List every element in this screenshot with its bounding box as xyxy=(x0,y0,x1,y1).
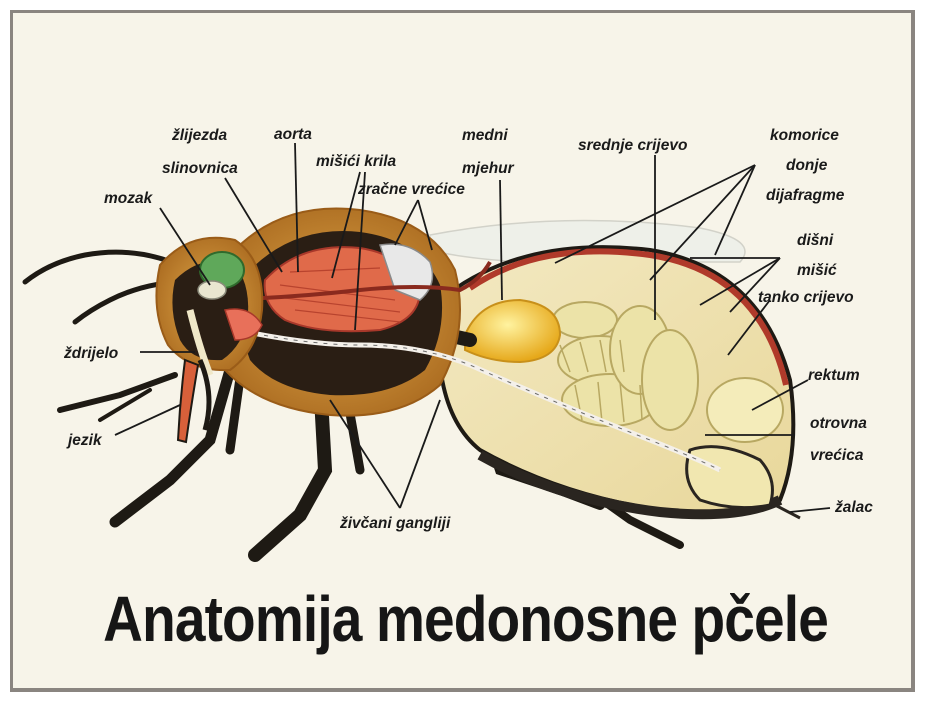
label-medni: medni xyxy=(462,127,508,144)
label-slinovnica: slinovnica xyxy=(162,160,238,177)
label-zracne-vrecice: zračne vrećice xyxy=(357,181,465,198)
label-disni: dišni xyxy=(797,232,834,249)
label-jezik: jezik xyxy=(66,432,103,449)
label-mjehur: mjehur xyxy=(462,160,515,177)
rectum xyxy=(707,378,783,442)
label-mozak: mozak xyxy=(104,190,154,207)
label-srednje-crijevo: srednje crijevo xyxy=(578,137,687,154)
label-otrovna: otrovna xyxy=(810,415,867,432)
brain xyxy=(198,281,226,299)
label-misici-krila: mišići krila xyxy=(316,153,397,170)
label-zalac: žalac xyxy=(834,499,873,516)
label-komorice: komorice xyxy=(770,127,839,144)
tongue xyxy=(178,360,198,442)
label-vrecica: vrećica xyxy=(810,447,864,464)
label-aorta: aorta xyxy=(274,126,312,143)
label-zivcani-gangliji: živčani gangliji xyxy=(339,515,451,532)
label-donje: donje xyxy=(786,157,828,174)
label-tanko-crijevo: tanko crijevo xyxy=(758,289,854,306)
diagram-title: Anatomija medonosne pčele xyxy=(65,582,866,656)
label-rektum: rektum xyxy=(808,367,860,384)
label-dijafragme: dijafragme xyxy=(766,187,845,204)
label-zlijezda: žlijezda xyxy=(171,127,228,144)
label-misic: mišić xyxy=(797,262,837,279)
label-zdrijelo: ždrijelo xyxy=(63,345,118,362)
